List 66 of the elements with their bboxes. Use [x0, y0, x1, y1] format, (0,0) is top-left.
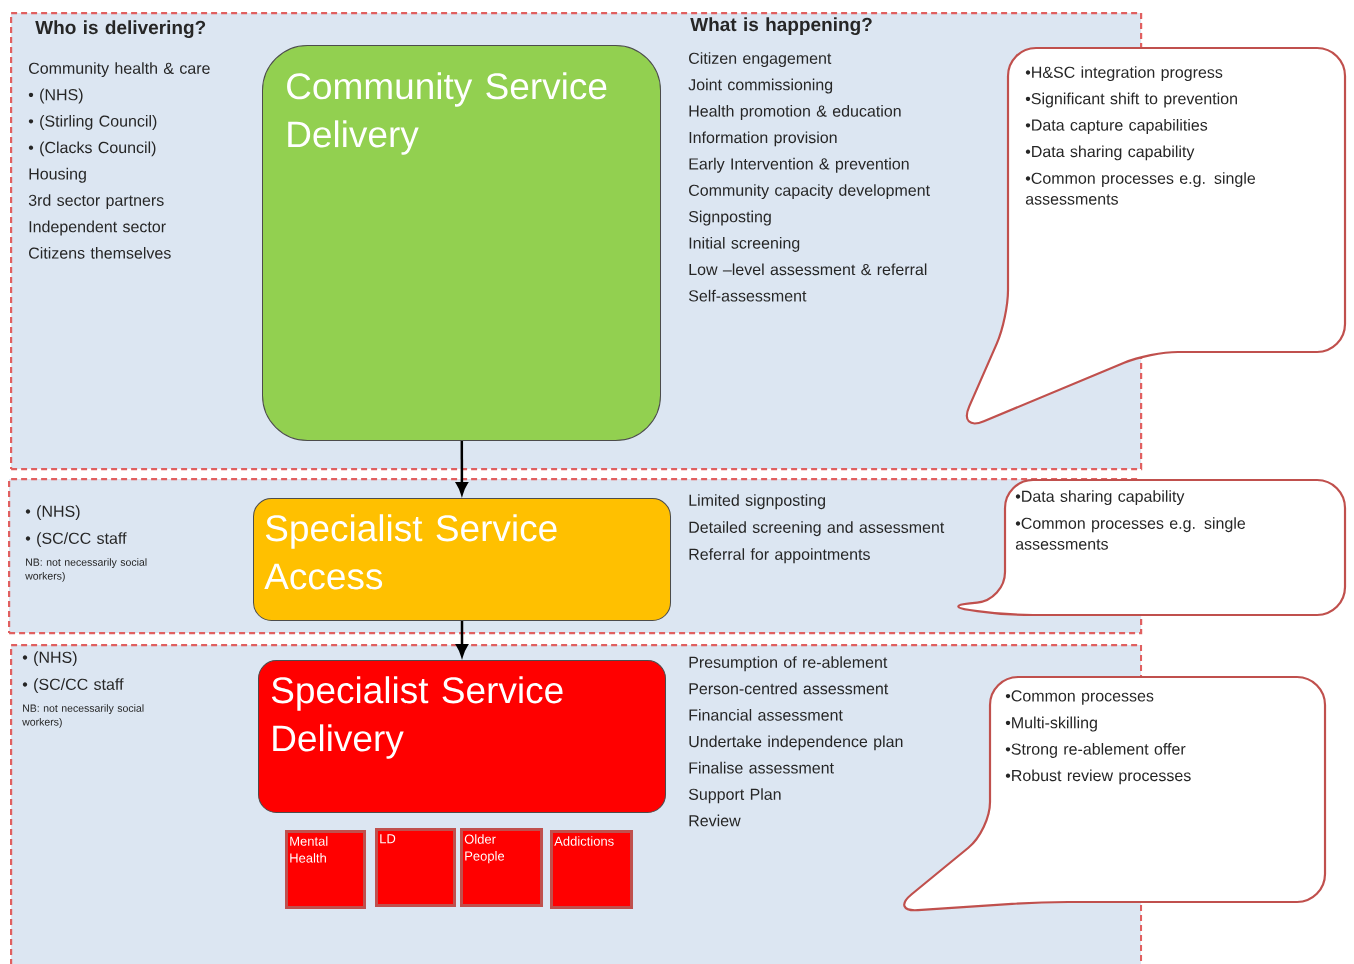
list-item: Information provision [689, 131, 837, 147]
list-item: Community health & care [29, 62, 210, 78]
speech-bubble [903, 675, 1327, 912]
list-item: Signposting [688, 210, 771, 226]
speech-bubble [965, 46, 1347, 425]
list-item: •Robust review processes [1005, 769, 1191, 785]
list-item: Citizen engagement [689, 52, 832, 68]
list-item: Detailed screening and assessment [689, 521, 945, 537]
category-box [285, 830, 366, 909]
note: NB: not necessarily social workers) [22, 704, 144, 728]
category-box [460, 828, 543, 907]
list-item: •Data sharing capability [1015, 490, 1185, 506]
arrow [456, 441, 468, 495]
heading: What is happening? [690, 17, 872, 35]
box-title: Specialist Service Access [264, 514, 557, 590]
list-item: • (NHS) [28, 88, 83, 104]
box-title: Community Service Delivery [287, 72, 607, 155]
speech-bubble [957, 478, 1347, 617]
rounded-box [262, 45, 661, 441]
rounded-box [258, 660, 666, 813]
list-item: •Multi-skilling [1005, 716, 1097, 732]
list-item: Limited signposting [689, 494, 825, 510]
list-item: Support Plan [688, 788, 781, 804]
list-item: Joint commissioning [688, 78, 833, 94]
list-item: Finalise assessment [689, 761, 834, 774]
box-label: Older People [464, 834, 505, 864]
box-label: Addictions [554, 836, 614, 846]
list-item: • (NHS) [22, 651, 77, 667]
rounded-box [253, 498, 671, 621]
heading: Who is delivering? [35, 20, 206, 38]
list-item: Housing [29, 167, 86, 183]
list-item: •Significant shift to prevention [1025, 92, 1237, 108]
list-item: Referral for appointments [689, 548, 870, 564]
list-item: Citizens themselves [29, 247, 171, 259]
list-item: Low –level assessment & referral [689, 263, 927, 276]
list-item: •Data capture capabilities [1025, 119, 1208, 134]
list-item: Health promotion & education [689, 105, 901, 120]
category-box [375, 828, 456, 907]
list-item: Financial assessment [689, 709, 843, 721]
list-item: • (SC/CC staff [25, 532, 127, 548]
arrow [456, 621, 468, 657]
list-item: • (Stirling Council) [28, 115, 157, 130]
list-item: •Common processes e.g. single assessments [1015, 517, 1246, 550]
list-item: Community capacity development [689, 184, 930, 200]
list-item: Early Intervention & prevention [689, 157, 909, 173]
list-item: • (Clacks Council) [28, 141, 156, 157]
list-item: •H&SC integration progress [1025, 66, 1223, 82]
box-label: Mental Health [290, 836, 328, 863]
list-item: Independent sector [29, 220, 166, 236]
list-item: •Data sharing capability [1025, 145, 1195, 161]
list-item: Undertake independence plan [689, 735, 903, 751]
list-item: •Strong re-ablement offer [1005, 743, 1186, 758]
box-label: LD [380, 834, 396, 844]
list-item: Self-assessment [688, 289, 807, 302]
list-item: • (SC/CC staff [22, 678, 124, 694]
list-item: • (NHS) [25, 505, 80, 521]
category-box [550, 830, 633, 909]
list-item: Presumption of re-ablement [689, 656, 888, 672]
list-item: Person-centred assessment [689, 682, 889, 695]
list-item: Initial screening [689, 237, 800, 252]
list-item: Review [689, 814, 741, 827]
list-item: •Common processes e.g. single assessments [1025, 172, 1256, 205]
box-title: Specialist Service Delivery [271, 676, 563, 759]
list-item: •Common processes [1005, 690, 1154, 705]
list-item: 3rd sector partners [28, 194, 164, 210]
note: NB: not necessarily social workers) [25, 558, 147, 582]
